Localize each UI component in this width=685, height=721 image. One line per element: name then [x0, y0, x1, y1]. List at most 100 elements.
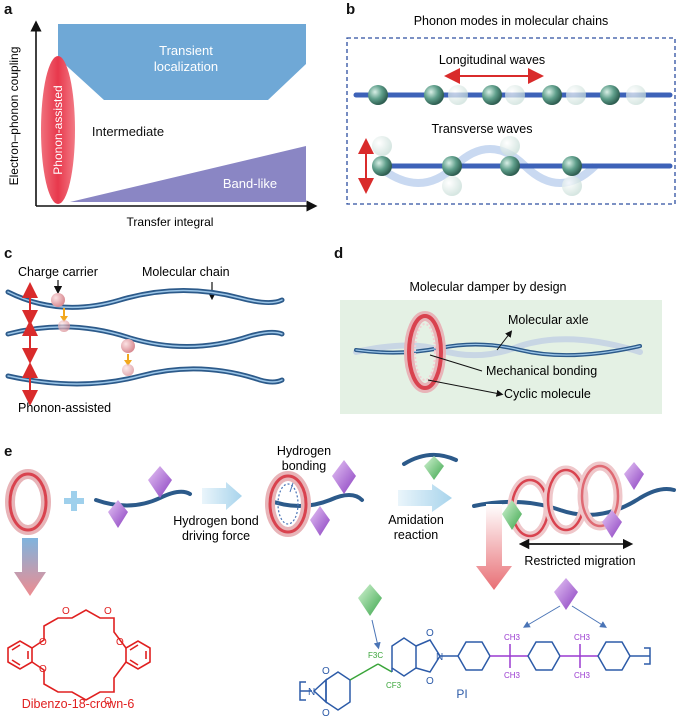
polymer-chain-1: [94, 489, 192, 508]
transverse-atoms: [372, 136, 582, 196]
panel-b-title: Phonon modes in molecular chains: [414, 14, 609, 28]
panel-b: b Phonon modes in molecular chains Longi…: [346, 1, 676, 205]
phonon-assisted-c-label: Phonon-assisted: [18, 401, 111, 415]
svg-text:O: O: [39, 664, 47, 675]
mechanical-bonding-pointer: [429, 354, 483, 372]
hbond-label-2: driving force: [182, 529, 250, 543]
amidation-label-1: Amidation: [388, 513, 444, 527]
transverse-ghost-wave: [375, 145, 598, 187]
down-arrow-crown: [14, 538, 46, 596]
transverse-label: Transverse waves: [432, 122, 533, 136]
svg-text:CH3: CH3: [574, 633, 591, 642]
longitudinal-label: Longitudinal waves: [439, 53, 545, 67]
panel-d: d Molecular damper by design Molecular a…: [334, 245, 662, 414]
band-like-region: [70, 146, 306, 202]
cf3-chain-fragment: [402, 452, 458, 466]
y-axis-label: Electron–phonon coupling: [7, 47, 21, 186]
panel-d-title: Molecular damper by design: [409, 280, 566, 294]
chains-c: [5, 288, 285, 387]
svg-text:O: O: [322, 666, 330, 677]
charge-carrier-ghost-1: [58, 320, 70, 332]
mechanical-bonding-label: Mechanical bonding: [486, 364, 597, 378]
svg-text:O: O: [39, 637, 47, 648]
ch3-legend-arrow-1: [522, 605, 561, 628]
panel-a: a Electron–phonon coupling Transfer inte…: [4, 1, 318, 229]
phonon-assisted-region: [41, 56, 75, 204]
cf3-gem-1: [424, 456, 444, 480]
svg-text:O: O: [426, 628, 434, 639]
hbond-label-1: Hydrogen bond: [173, 514, 259, 528]
svg-text:CH3: CH3: [574, 671, 591, 680]
transient-localization-region: [58, 24, 306, 100]
panel-b-frame: [346, 37, 676, 205]
svg-text:O: O: [62, 606, 70, 617]
molecular-chain-label: Molecular chain: [142, 265, 230, 279]
svg-text:O: O: [426, 676, 434, 687]
x-axis-label: Transfer integral: [127, 215, 214, 229]
panel-e-letter: e: [4, 443, 12, 460]
charge-carrier-1: [51, 293, 65, 307]
svg-text:F3C: F3C: [368, 651, 383, 660]
pi-atom-labels: N O O N O O F3C CF3 CH3 CH3 CH3 CH3: [308, 628, 591, 719]
crown-ring-1: [5, 469, 51, 535]
restricted-migration-label: Restricted migration: [524, 554, 635, 568]
phonon-assisted-label: Phonon-assisted: [51, 85, 65, 174]
cyclic-pointer: [427, 379, 504, 397]
crown-ether-structure: [7, 609, 151, 701]
molecular-axle-label: Molecular axle: [508, 313, 589, 327]
amidation-label-2: reaction: [394, 528, 439, 542]
svg-text:CF3: CF3: [386, 681, 402, 690]
svg-text:CH3: CH3: [504, 633, 521, 642]
ch3-gem-6: [602, 510, 622, 538]
ch3-gem-legend: [554, 578, 578, 610]
intermediate-label: Intermediate: [92, 124, 164, 139]
svg-text:O: O: [116, 637, 124, 648]
crown-name-label: Dibenzo-18-crown-6: [22, 697, 135, 711]
charge-carrier-ghost-2: [122, 364, 134, 376]
amidation-arrow: [398, 484, 452, 512]
hydrogen-bonding-label-2: bonding: [282, 459, 327, 473]
cf3-legend-arrow: [371, 619, 381, 650]
svg-text:N: N: [308, 687, 315, 698]
axle-pointer: [496, 330, 513, 351]
ch3-gem-2: [108, 500, 128, 528]
longitudinal-atoms: [368, 85, 646, 105]
crown-ring-2: [265, 471, 311, 537]
panel-c: c Charge carrier Molecular chain P: [4, 245, 285, 415]
hbond-arrow: [202, 482, 242, 510]
hop-arrow-2-head: [124, 360, 132, 366]
down-arrow-pi: [476, 504, 512, 590]
plus-icon: [64, 491, 84, 511]
ch3-gem-1: [148, 466, 172, 498]
svg-text:N: N: [436, 652, 443, 663]
pi-structure: [299, 637, 651, 711]
pi-label: PI: [456, 687, 467, 701]
svg-text:O: O: [104, 696, 112, 707]
ch3-legend-arrow-2: [571, 605, 607, 628]
panel-e: e Hydrogen bond driving force Hydrogen b…: [4, 443, 676, 719]
cf3-gem-legend: [358, 584, 382, 616]
polymer-chain-2: [266, 493, 364, 508]
svg-text:O: O: [322, 708, 330, 719]
polymer-chain-3: [472, 487, 676, 517]
ch3-gem-3: [332, 460, 356, 494]
panel-d-box: [340, 300, 662, 414]
transient-label-2: localization: [154, 59, 218, 74]
band-like-label: Band-like: [223, 176, 277, 191]
transient-label-1: Transient: [159, 43, 213, 58]
ch3-gem-5: [624, 462, 644, 490]
panel-a-letter: a: [4, 1, 13, 18]
charge-carrier-2: [121, 339, 135, 353]
cyclic-molecule-ring: [404, 311, 446, 393]
crown-oxygen-labels: O O O O O O: [39, 606, 124, 707]
svg-text:O: O: [104, 606, 112, 617]
cyclic-molecule-label: Cyclic molecule: [504, 387, 591, 401]
panel-d-letter: d: [334, 245, 343, 262]
hydrogen-bonding-label-1: Hydrogen: [277, 444, 331, 458]
hop-arrow-1-head: [60, 316, 68, 322]
charge-carrier-label: Charge carrier: [18, 265, 98, 279]
panel-c-letter: c: [4, 245, 12, 262]
cf3-gem-2: [502, 500, 522, 530]
ch3-gem-4: [310, 506, 330, 536]
